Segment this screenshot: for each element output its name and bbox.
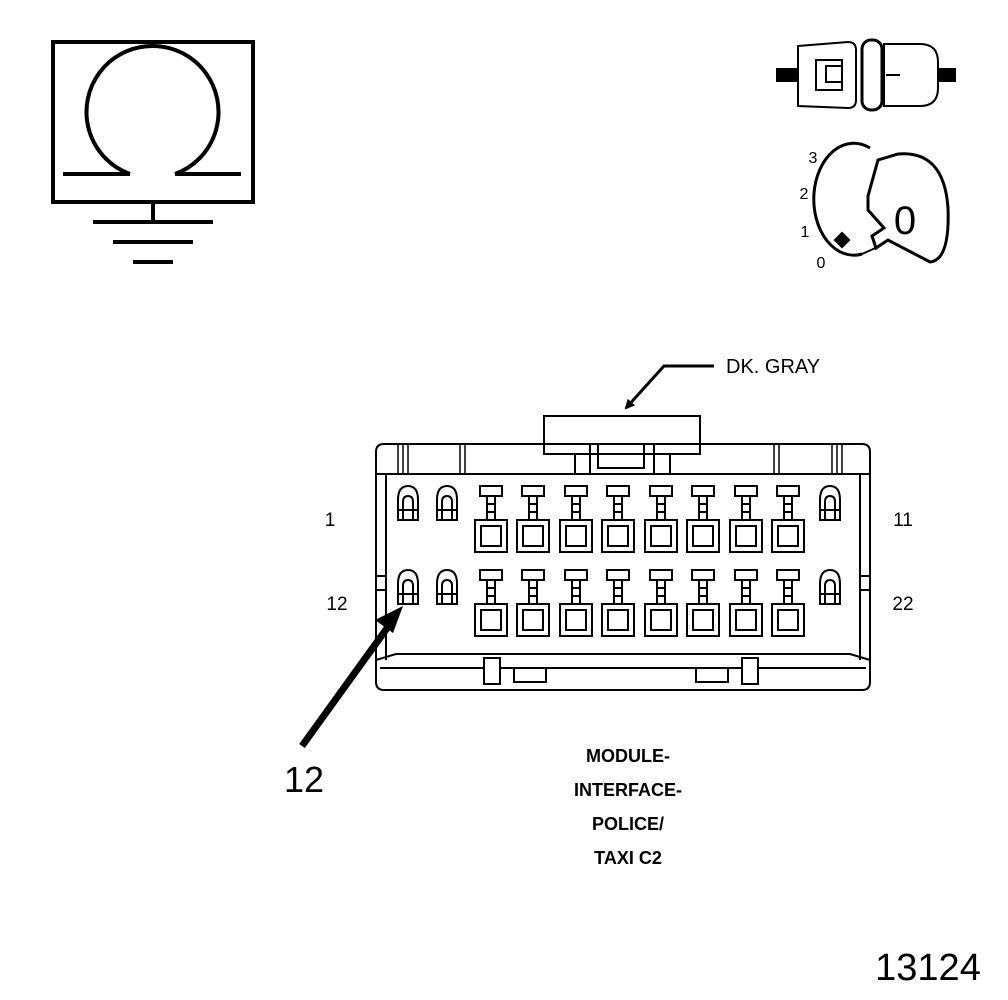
pin-callout-arrow: 12: [284, 606, 403, 800]
pin-cavity-5: [559, 485, 593, 553]
title-line-3: POLICE/: [592, 814, 664, 834]
connector-color-label: DK. GRAY: [726, 356, 820, 378]
key-position-2: 2: [800, 186, 809, 203]
pin-cavity-18: [644, 569, 678, 637]
pin-cavity-15: [516, 569, 550, 637]
pin-cavity-13: [436, 568, 458, 605]
pin-cavity-16: [559, 569, 593, 637]
pin-cavity-3: [474, 485, 508, 553]
pin-cavity-20: [729, 569, 763, 637]
callout-number: 12: [284, 759, 324, 800]
key-position-0: 0: [817, 255, 826, 272]
latch-ribs: [397, 444, 843, 474]
pin-cavities: [397, 484, 841, 637]
pin-label-22: 22: [892, 594, 913, 615]
pin-cavity-10: [771, 485, 805, 553]
pin-label-11: 11: [893, 510, 913, 531]
pin-cavity-17: [601, 569, 635, 637]
ignition-key-icon: 0 3 2 1 0: [800, 141, 950, 272]
figure-number: 13124: [875, 947, 981, 989]
pin-cavity-9: [729, 485, 763, 553]
key-position-3: 3: [809, 150, 818, 167]
title-line-4: TAXI C2: [594, 848, 662, 868]
title-line-2: INTERFACE-: [574, 780, 682, 800]
pin-cavity-7: [644, 485, 678, 553]
disconnected-connector-icon: [776, 38, 956, 112]
connector-body: [375, 415, 871, 691]
pin-cavity-12: [397, 568, 419, 605]
pin-label-12: 12: [326, 594, 347, 615]
pin-label-1: 1: [325, 510, 336, 531]
pin-cavity-2: [436, 484, 458, 521]
title-line-1: MODULE-: [586, 746, 670, 766]
color-callout: DK. GRAY: [624, 356, 820, 410]
pin-cavity-21: [771, 569, 805, 637]
pin-cavity-6: [601, 485, 635, 553]
connector-title: MODULE- INTERFACE- POLICE/ TAXI C2: [574, 746, 682, 868]
key-glyph: 0: [894, 199, 916, 243]
ohmmeter-icon: [51, 40, 255, 204]
pin-cavity-22: [819, 568, 841, 605]
key-position-1: 1: [801, 224, 810, 241]
pin-cavity-4: [516, 485, 550, 553]
ground-icon: [93, 202, 213, 264]
pin-cavity-14: [474, 569, 508, 637]
pin-cavity-19: [686, 569, 720, 637]
pin-cavity-1: [397, 484, 419, 521]
pin-cavity-11: [819, 484, 841, 521]
pin-cavity-8: [686, 485, 720, 553]
